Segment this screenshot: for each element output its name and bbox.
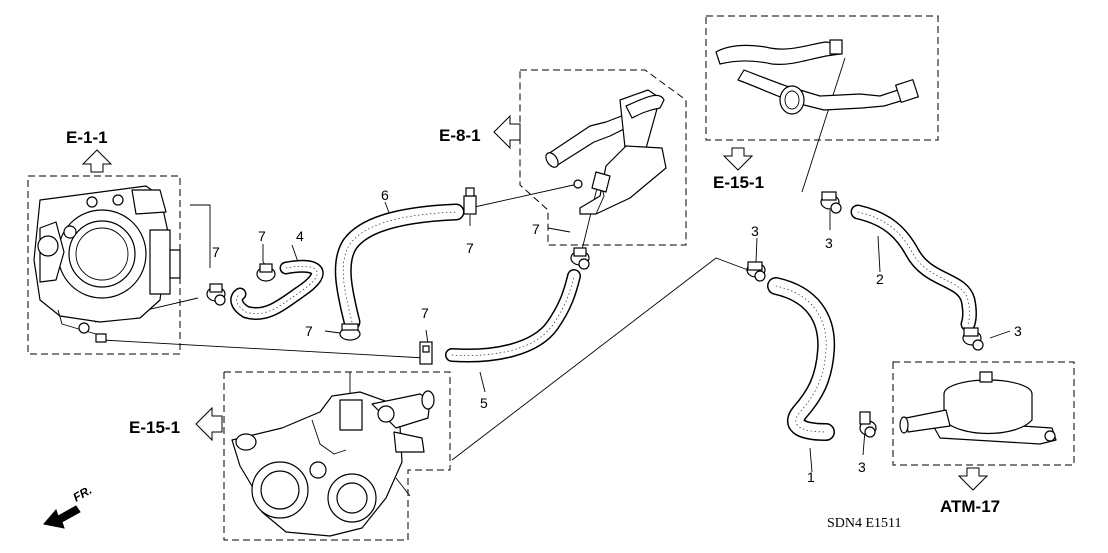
label-part-7-b: 7 — [258, 228, 266, 244]
throttle-body — [33, 185, 181, 343]
clip-7-d-shape — [570, 247, 590, 270]
label-part-7-d: 7 — [532, 221, 540, 237]
clamp-3-b-shape — [820, 191, 842, 214]
clip-7-a-shape — [206, 283, 226, 306]
intake-pipe-box — [519, 69, 687, 246]
hose-6-shape — [334, 203, 465, 331]
label-part-2: 2 — [876, 271, 884, 287]
intake-water-pipe — [545, 89, 667, 215]
arrow-left-e-15-1-left — [195, 406, 223, 442]
atf-cooler-box — [892, 361, 1075, 466]
clamp-3-c-shape — [962, 327, 984, 351]
clip-7-e-shape — [339, 323, 361, 341]
ref-e-1-1: E-1-1 — [66, 128, 108, 147]
label-part-3-d: 3 — [858, 459, 866, 475]
heater-water-pipe — [715, 39, 919, 115]
label-part-4: 4 — [296, 228, 304, 244]
clip-7-f-shape — [419, 341, 433, 365]
clamp-3-d-shape — [859, 411, 877, 438]
label-part-7-a: 7 — [212, 244, 220, 260]
clip-7-c-shape — [463, 187, 477, 215]
clip-7-b-shape — [256, 263, 276, 282]
label-part-3-c: 3 — [1014, 323, 1022, 339]
hose-1-shape — [767, 277, 836, 441]
hose-4-shape — [230, 259, 324, 320]
hose-2-shape — [850, 204, 977, 332]
front-arrow-icon — [43, 505, 81, 529]
heater-pipe-box — [705, 15, 939, 141]
label-part-3-b: 3 — [825, 235, 833, 251]
ref-atm-17: ATM-17 — [940, 497, 1000, 516]
label-part-7-f: 7 — [421, 305, 429, 321]
label-part-3-a: 3 — [751, 223, 759, 239]
arrow-down-e-15-1-top — [722, 147, 754, 171]
arrow-left-e-8-1 — [493, 114, 521, 150]
label-part-7-e: 7 — [305, 323, 313, 339]
atf-cooler — [899, 371, 1057, 445]
thermostat-housing — [231, 390, 435, 537]
ref-e-15-1-top: E-15-1 — [713, 173, 764, 192]
ref-e-8-1: E-8-1 — [439, 126, 481, 145]
label-part-7-c: 7 — [466, 240, 474, 256]
front-marker: FR. — [71, 483, 95, 505]
arrow-down-atm-17 — [957, 467, 989, 491]
label-part-1: 1 — [807, 469, 815, 485]
label-part-6: 6 — [381, 187, 389, 203]
thermostat-housing-box — [223, 371, 451, 541]
diagram-code: SDN4 E1511 — [827, 516, 902, 531]
clamp-3-a-shape — [746, 261, 766, 282]
arrow-up-e-1-1 — [81, 149, 113, 173]
hose-5-shape — [445, 269, 581, 363]
ref-e-15-1-left: E-15-1 — [129, 418, 180, 437]
label-part-5: 5 — [480, 395, 488, 411]
